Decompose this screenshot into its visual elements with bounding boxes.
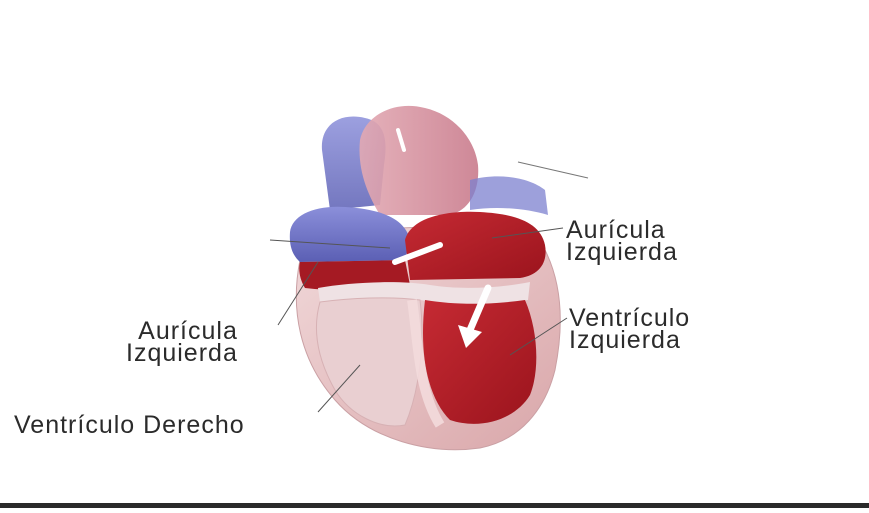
pulmonary-vessel: [470, 176, 548, 215]
label-left-ventricle: Ventrículo Izquierda: [569, 307, 690, 351]
right-atrium-chamber: [290, 207, 410, 262]
label-right-ventricle-text: Ventrículo Derecho: [14, 414, 245, 436]
bottom-divider: [0, 503, 869, 508]
left-atrium-chamber: [405, 212, 546, 280]
label-left-atrium: Aurícula Izquierda: [566, 219, 678, 263]
label-right-atrium: Aurícula Izquierda: [126, 320, 238, 364]
label-right-ventricle: Ventrículo Derecho: [14, 414, 245, 436]
aorta: [360, 106, 479, 215]
label-left-atrium-line2: Izquierda: [566, 241, 678, 263]
label-left-ventricle-line2: Izquierda: [569, 329, 690, 351]
left-ventricle-chamber: [423, 300, 536, 424]
right-ventricle-chamber: [316, 298, 421, 426]
label-right-atrium-line2: Izquierda: [126, 342, 238, 364]
leader-vessel-right: [518, 162, 588, 178]
